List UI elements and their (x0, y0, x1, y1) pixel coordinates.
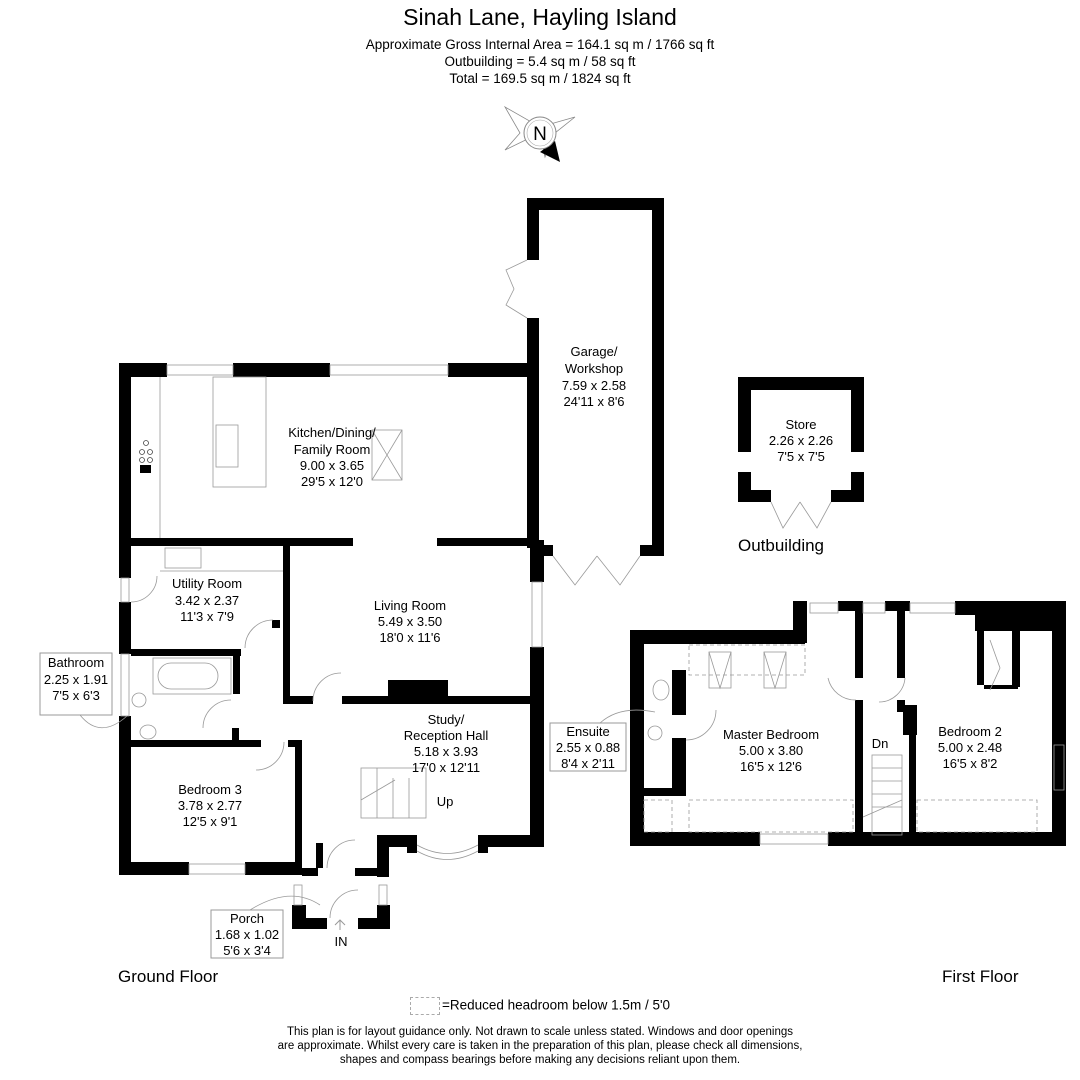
outbuilding-walls (738, 377, 864, 502)
svg-text:7'5 x 7'5: 7'5 x 7'5 (777, 449, 825, 464)
svg-text:3.42 x 2.37: 3.42 x 2.37 (175, 593, 239, 608)
disclaimer: This plan is for layout guidance only. N… (0, 1025, 1080, 1067)
svg-text:5'6 x 3'4: 5'6 x 3'4 (223, 943, 271, 958)
outbuilding-area: Outbuilding = 5.4 sq m / 58 sq ft (444, 54, 636, 69)
room-bedroom-2: Bedroom 2 5.00 x 2.48 16'5 x 8'2 (938, 724, 1002, 771)
disclaimer-line-2: are approximate. Whilst every care is ta… (277, 1040, 803, 1052)
svg-text:IN: IN (335, 934, 348, 949)
room-bedroom-3: Bedroom 3 3.78 x 2.77 12'5 x 9'1 (178, 782, 242, 829)
svg-text:7'5 x 6'3: 7'5 x 6'3 (52, 688, 100, 703)
first-floor-walls (630, 601, 1066, 846)
svg-text:Store: Store (785, 417, 816, 432)
room-study-reception-hall: Study/ Reception Hall 5.18 x 3.93 17'0 x… (404, 712, 489, 809)
svg-text:17'0 x 12'11: 17'0 x 12'11 (412, 760, 480, 775)
svg-text:Bathroom: Bathroom (48, 655, 104, 670)
svg-text:16'5 x 8'2: 16'5 x 8'2 (943, 756, 998, 771)
svg-text:Master Bedroom: Master Bedroom (723, 727, 819, 742)
svg-text:24'11 x 8'6: 24'11 x 8'6 (563, 394, 624, 409)
plan-title: Sinah Lane, Hayling Island (403, 4, 677, 30)
outbuilding-label: Outbuilding (738, 536, 825, 555)
svg-text:Porch: Porch (230, 911, 264, 926)
first-floor-label: First Floor (942, 967, 1019, 986)
reduced-headroom-swatch (409, 997, 440, 1015)
svg-text:2.25 x 1.91: 2.25 x 1.91 (44, 672, 108, 687)
svg-text:18'0 x 11'6: 18'0 x 11'6 (379, 630, 440, 645)
headroom-legend: =Reduced headroom below 1.5m / 5'0 (0, 997, 1080, 1015)
svg-text:Study/: Study/ (428, 712, 465, 727)
room-store: Store 2.26 x 2.26 7'5 x 7'5 (769, 417, 833, 464)
room-living: Living Room 5.49 x 3.50 18'0 x 11'6 (374, 598, 446, 645)
svg-text:Ensuite: Ensuite (566, 724, 609, 739)
svg-text:1.68 x 1.02: 1.68 x 1.02 (215, 927, 279, 942)
ground-floor-label: Ground Floor (118, 967, 219, 986)
gross-internal-area: Approximate Gross Internal Area = 164.1 … (365, 37, 715, 52)
svg-text:Family Room: Family Room (294, 442, 371, 457)
svg-text:16'5 x 12'6: 16'5 x 12'6 (740, 759, 802, 774)
svg-text:3.78 x 2.77: 3.78 x 2.77 (178, 798, 242, 813)
svg-text:29'5 x 12'0: 29'5 x 12'0 (301, 474, 363, 489)
room-porch-tag: Porch 1.68 x 1.02 5'6 x 3'4 (210, 895, 321, 959)
ground-floor-walls (119, 198, 664, 929)
first-floor-fixtures (643, 602, 1065, 845)
svg-text:Reception Hall: Reception Hall (404, 728, 489, 743)
room-ensuite-tag: Ensuite 2.55 x 0.88 8'4 x 2'11 (549, 709, 656, 772)
svg-text:Living Room: Living Room (374, 598, 446, 613)
svg-text:7.59 x 2.58: 7.59 x 2.58 (562, 378, 626, 393)
hob-icon (139, 440, 153, 473)
svg-text:5.18 x 3.93: 5.18 x 3.93 (414, 744, 478, 759)
room-master-bedroom: Master Bedroom 5.00 x 3.80 16'5 x 12'6 (723, 727, 819, 774)
svg-text:11'3 x 7'9: 11'3 x 7'9 (180, 609, 234, 624)
svg-text:5.00 x 3.80: 5.00 x 3.80 (739, 743, 803, 758)
svg-text:12'5 x 9'1: 12'5 x 9'1 (183, 814, 238, 829)
legend-text: =Reduced headroom below 1.5m / 5'0 (441, 997, 671, 1013)
svg-text:Bedroom 2: Bedroom 2 (938, 724, 1002, 739)
stairs-up-label: Up (437, 794, 454, 809)
stairs-down-label: Dn (872, 736, 889, 751)
svg-text:Kitchen/Dining/: Kitchen/Dining/ (288, 425, 376, 440)
total-area: Total = 169.5 sq m / 1824 sq ft (449, 71, 631, 86)
svg-text:2.55 x 0.88: 2.55 x 0.88 (556, 740, 620, 755)
svg-text:8'4 x 2'11: 8'4 x 2'11 (561, 756, 615, 771)
room-garage-workshop: Garage/ Workshop 7.59 x 2.58 24'11 x 8'6 (562, 344, 626, 409)
svg-text:9.00 x 3.65: 9.00 x 3.65 (300, 458, 364, 473)
disclaimer-line-1: This plan is for layout guidance only. N… (286, 1026, 794, 1038)
compass-label: N (533, 124, 547, 145)
svg-text:Garage/: Garage/ (571, 344, 618, 359)
ground-floor-fixtures (120, 259, 641, 919)
room-bathroom-tag: Bathroom 2.25 x 1.91 7'5 x 6'3 (39, 652, 128, 729)
svg-text:5.49 x 3.50: 5.49 x 3.50 (378, 614, 442, 629)
svg-text:2.26 x 2.26: 2.26 x 2.26 (769, 433, 833, 448)
svg-text:Utility Room: Utility Room (172, 576, 242, 591)
svg-text:Workshop: Workshop (565, 361, 623, 376)
disclaimer-line-3: shapes and compass bearings before makin… (339, 1054, 741, 1066)
svg-text:5.00 x 2.48: 5.00 x 2.48 (938, 740, 1002, 755)
svg-text:Bedroom 3: Bedroom 3 (178, 782, 242, 797)
room-kitchen-dining-family: Kitchen/Dining/ Family Room 9.00 x 3.65 … (288, 425, 376, 489)
room-utility: Utility Room 3.42 x 2.37 11'3 x 7'9 (172, 576, 242, 624)
store-doors (770, 501, 832, 529)
compass-north-icon: N (503, 105, 576, 162)
entrance-marker: IN (335, 919, 348, 949)
